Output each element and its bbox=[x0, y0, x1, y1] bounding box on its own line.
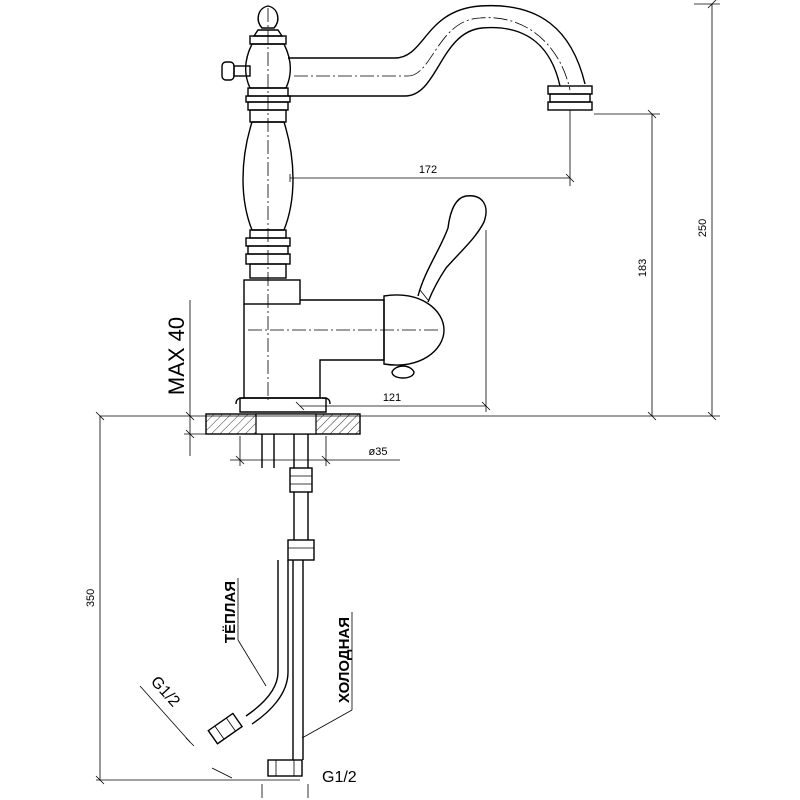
dim-handle-reach-label: 121 bbox=[383, 392, 401, 404]
mixer-body bbox=[243, 279, 445, 399]
warm-label-group: ТЁПЛАЯ bbox=[222, 578, 267, 687]
thread-cold-label: G1/2 bbox=[322, 769, 357, 786]
dim-total-height: 250 bbox=[694, 0, 720, 421]
spout bbox=[288, 4, 593, 111]
countertop-section bbox=[100, 413, 720, 435]
dim-spout-reach: 172 bbox=[289, 110, 575, 186]
faucet-body bbox=[221, 4, 593, 413]
cold-hose bbox=[267, 434, 315, 777]
warm-hose bbox=[207, 560, 289, 745]
dim-hose-length-label: 350 bbox=[85, 589, 97, 607]
dim-spout-height: 183 bbox=[594, 109, 660, 421]
dim-base-diameter: ø35 bbox=[230, 436, 400, 466]
dim-spout-height-label: 183 bbox=[637, 259, 649, 277]
lever-handle bbox=[417, 195, 487, 303]
thread-warm-callout: G1/2 bbox=[139, 673, 233, 779]
dim-spout-reach-label: 172 bbox=[419, 164, 437, 176]
dim-max-thickness-label: MAX 40 bbox=[164, 317, 189, 395]
dim-total-height-label: 250 bbox=[697, 219, 709, 237]
thread-cold-callout: G1/2 bbox=[261, 769, 357, 798]
cold-label-group: ХОЛОДНАЯ bbox=[301, 612, 353, 739]
dim-base-diameter-label: ø35 bbox=[369, 446, 388, 458]
dim-max-thickness: MAX 40 bbox=[164, 300, 195, 456]
fixing-stud bbox=[261, 434, 275, 468]
thread-warm-label: G1/2 bbox=[147, 673, 183, 710]
dim-handle-reach: 121 bbox=[295, 230, 491, 412]
base-flange bbox=[235, 397, 331, 413]
hoses bbox=[207, 434, 315, 777]
dim-hose-length: 350 bbox=[85, 411, 300, 785]
side-knob bbox=[221, 61, 251, 81]
cold-label: ХОЛОДНАЯ bbox=[336, 617, 353, 703]
warm-label: ТЁПЛАЯ bbox=[222, 581, 239, 643]
